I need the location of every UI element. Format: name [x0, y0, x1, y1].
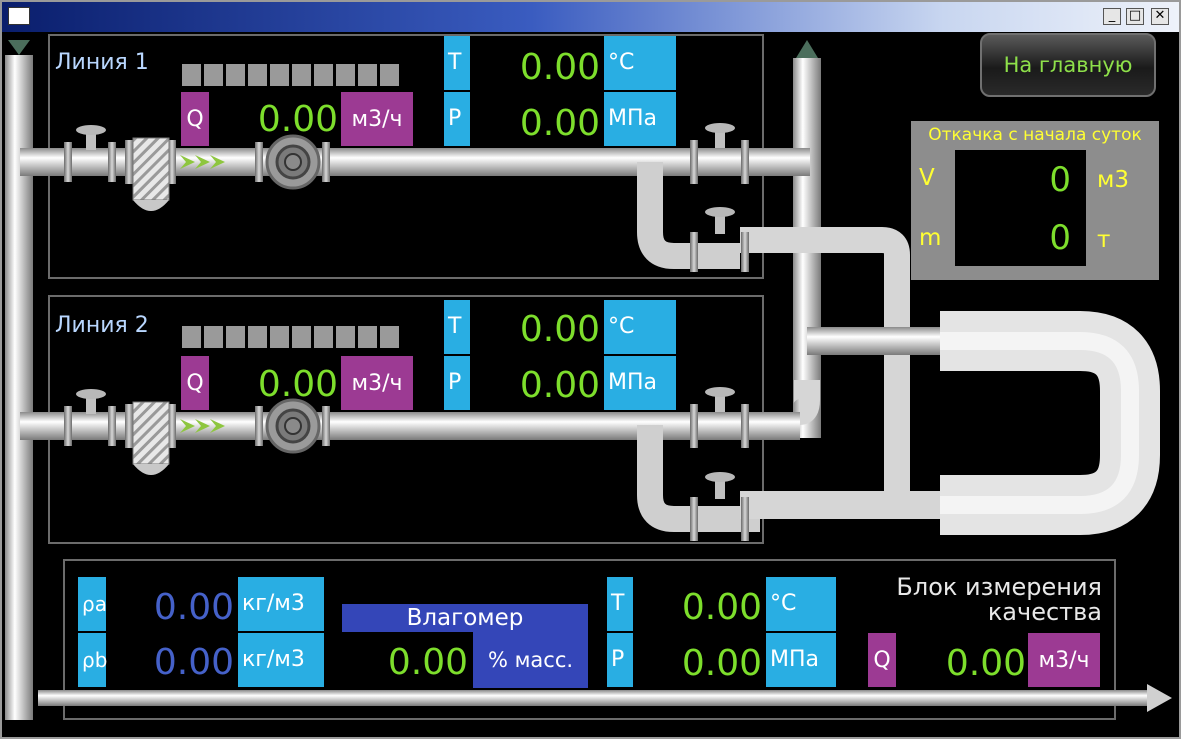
density-a-label: ρa	[78, 577, 107, 631]
line1-pressure-unit: МПа	[604, 92, 676, 146]
valve-icon[interactable]	[690, 472, 749, 541]
line2-title: Линия 2	[55, 313, 149, 338]
daily-mass-value: 0	[1049, 218, 1071, 258]
line2-flow-unit: м3/ч	[341, 356, 413, 410]
moisture-meter-title: Влагомер	[342, 604, 588, 632]
flowmeter-icon	[255, 398, 330, 454]
line2-pressure-value: 0.00	[519, 365, 600, 406]
quality-title-line2: качества	[987, 598, 1102, 626]
density-a-value: 0.00	[153, 587, 234, 628]
scroll-down-icon[interactable]	[8, 40, 30, 55]
daily-volume-unit: м3	[1097, 167, 1129, 193]
line1-temp-value: 0.00	[519, 47, 600, 88]
daily-pumping-panel: Откачка с начала суток V 0 м3 m 0 т	[911, 121, 1159, 280]
quality-pressure-label: P	[607, 633, 633, 687]
line1-pressure-label: P	[444, 92, 470, 146]
maximize-button[interactable]: □	[1126, 8, 1144, 25]
quality-block-title: Блок измерения качества	[870, 575, 1102, 625]
filter-icon	[125, 401, 176, 475]
line2-pressure-label: P	[444, 356, 470, 410]
line1-flow-label: Q	[181, 92, 209, 146]
valve-icon[interactable]	[690, 123, 749, 184]
line2-flow-value: 0.00	[257, 364, 338, 405]
line2-temp-label: T	[444, 300, 470, 354]
daily-mass-unit: т	[1097, 227, 1111, 253]
home-button[interactable]: На главную	[980, 33, 1156, 97]
daily-values-display	[955, 150, 1086, 266]
line1-pressure-value: 0.00	[519, 103, 600, 144]
density-b-label: ρb	[78, 633, 107, 687]
pipeline-diagram	[5, 34, 1172, 720]
density-b-value: 0.00	[153, 642, 234, 683]
flowmeter-icon	[255, 134, 330, 190]
window-system-icon[interactable]	[8, 7, 30, 25]
daily-mass-label: m	[919, 225, 942, 251]
line2-flow-label: Q	[181, 356, 209, 410]
density-b-unit: кг/м3	[238, 633, 324, 687]
moisture-value: 0.00	[387, 642, 468, 683]
quality-flow-unit: м3/ч	[1028, 633, 1100, 687]
quality-pressure-value: 0.00	[681, 643, 762, 684]
density-a-unit: кг/м3	[238, 577, 324, 631]
line2-temp-value: 0.00	[519, 309, 600, 350]
line1-temp-label: T	[444, 36, 470, 90]
scroll-up-icon[interactable]	[796, 40, 818, 58]
quality-flow-label: Q	[868, 633, 896, 687]
valve-icon[interactable]	[64, 125, 116, 182]
line2-temp-unit: °C	[604, 300, 676, 354]
quality-temp-unit: °C	[766, 577, 836, 631]
daily-pumping-title: Откачка с начала суток	[928, 125, 1142, 145]
minimize-button[interactable]: _	[1103, 8, 1121, 25]
quality-temp-value: 0.00	[681, 587, 762, 628]
line1-flow-unit: м3/ч	[341, 92, 413, 146]
valve-icon[interactable]	[690, 207, 749, 272]
line2-pressure-unit: МПа	[604, 356, 676, 410]
quality-title-line1: Блок измерения	[896, 573, 1102, 601]
flow-arrows-icon	[180, 155, 225, 169]
daily-volume-value: 0	[1049, 160, 1071, 200]
daily-volume-label: V	[919, 165, 935, 191]
flow-direction-arrow-icon	[1147, 684, 1172, 712]
flow-arrows-icon	[180, 419, 225, 433]
valve-icon[interactable]	[690, 387, 749, 448]
filter-icon	[125, 137, 176, 211]
quality-pressure-unit: МПа	[766, 633, 836, 687]
valve-icon[interactable]	[64, 389, 116, 446]
quality-temp-label: T	[607, 577, 633, 631]
line1-temp-unit: °C	[604, 36, 676, 90]
title-bar[interactable]: _ □ ✕	[2, 2, 1179, 32]
moisture-unit: % масс.	[473, 632, 588, 688]
close-button[interactable]: ✕	[1151, 8, 1169, 25]
line1-flow-value: 0.00	[257, 99, 338, 140]
quality-flow-value: 0.00	[945, 643, 1026, 684]
line1-title: Линия 1	[55, 50, 149, 75]
